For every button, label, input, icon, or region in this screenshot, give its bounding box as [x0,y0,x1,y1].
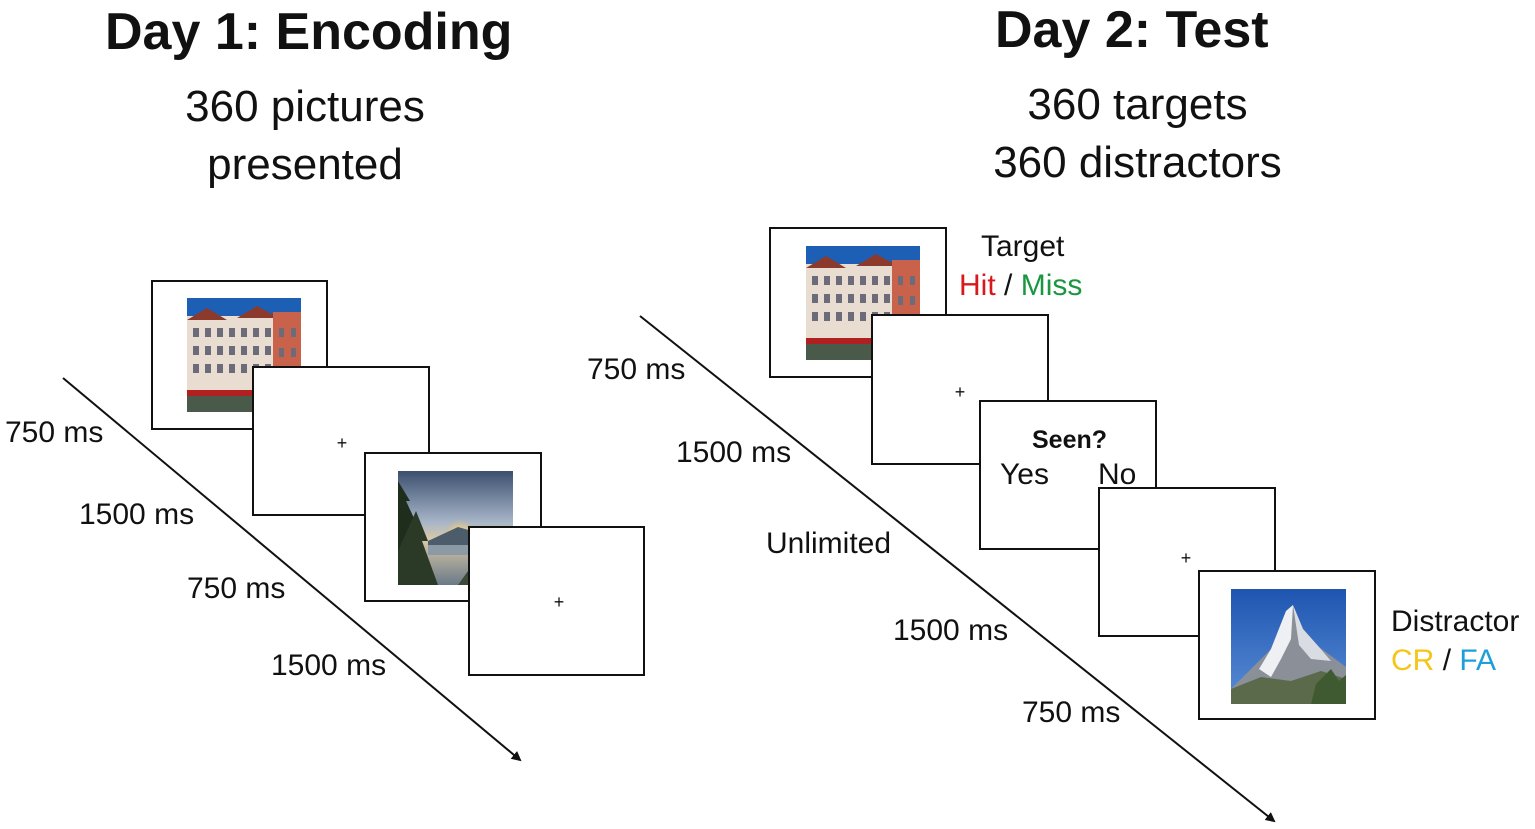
fa-label: FA [1459,644,1497,677]
fixation-cross: + [553,592,565,612]
day1-timing-4: 1500 ms [271,649,387,682]
day1-subtitle-line2: presented [207,140,403,189]
day2-subtitle: 360 targets 360 distractors [960,76,1315,192]
day2-subtitle-line1: 360 targets [1027,80,1248,129]
day2-timing-3: Unlimited [766,527,892,560]
day2-frame-distractor [1198,570,1376,720]
day1-subtitle-line1: 360 pictures [185,82,425,131]
day1-subtitle: 360 pictures presented [165,78,445,194]
day1-timing-3: 750 ms [187,572,286,605]
day2-timing-4: 1500 ms [893,614,1009,647]
day1-title: Day 1: Encoding [105,3,513,61]
fixation-cross: + [336,433,348,453]
day1-time-arrow [62,377,522,762]
target-outcomes: Hit / Miss [959,271,1082,301]
day1-timing-1: 750 ms [5,416,104,449]
distractor-label: Distractor [1391,605,1520,638]
miss-label: Miss [1020,269,1083,302]
no-option: No [1098,458,1137,491]
day1-timing-2: 1500 ms [79,498,195,531]
day2-timing-5: 750 ms [1022,696,1121,729]
slash: / [1004,269,1013,302]
yes-option: Yes [1000,458,1049,491]
seen-question: Seen? [1032,426,1108,454]
slash: / [1442,644,1452,677]
day2-timing-1: 750 ms [587,353,686,386]
distractor-outcomes: CR / FA [1391,646,1496,676]
hit-label: Hit [959,269,996,302]
day2-title: Day 2: Test [995,1,1269,59]
day2-timing-2: 1500 ms [676,436,792,469]
target-label: Target [981,230,1065,263]
day1-frame-fixation-2: + [468,526,645,676]
day2-subtitle-line2: 360 distractors [993,138,1282,187]
fixation-cross: + [1180,548,1192,568]
cr-label: CR [1391,644,1435,677]
day2-time-arrow [639,315,1276,823]
fixation-cross: + [954,382,966,402]
matterhorn-photo [1231,589,1346,704]
